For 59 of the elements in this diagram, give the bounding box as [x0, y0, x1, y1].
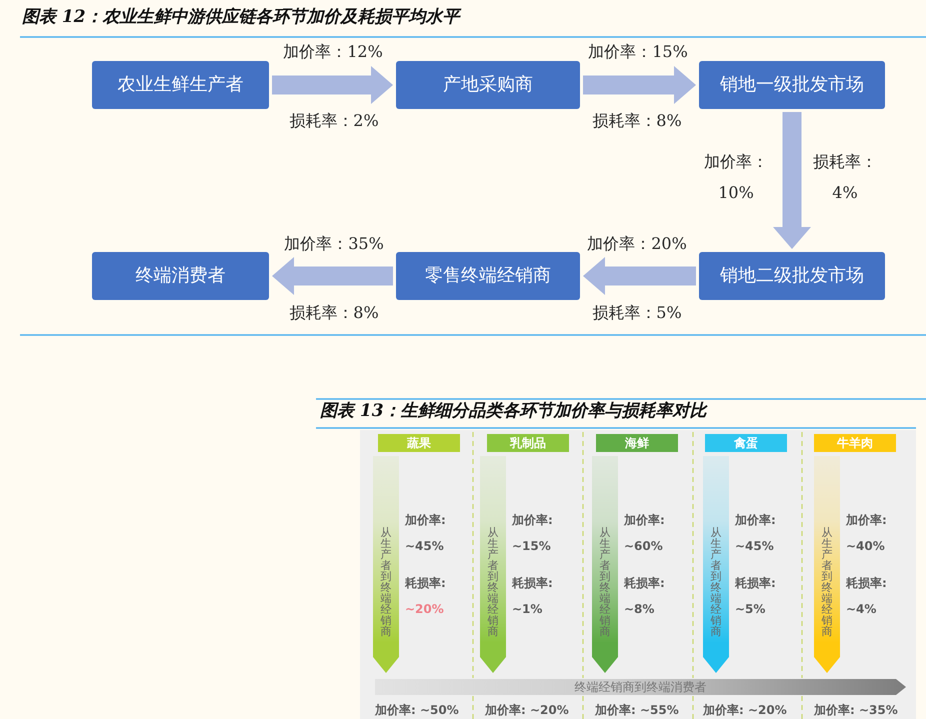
figure-title: 图表 12：农业生鲜中游供应链各环节加价及耗损平均水平	[22, 6, 460, 28]
rate-label: 加价率: ~35%	[814, 703, 898, 718]
rate-label: 加价率：10%	[703, 151, 769, 204]
rate-label: 耗损率:	[846, 576, 887, 591]
rate-label: ~40%	[846, 539, 885, 554]
rate-label: 耗损率:	[735, 576, 776, 591]
stage-box: 农业生鲜生产者	[92, 61, 269, 109]
category-tag: 禽蛋	[705, 434, 787, 452]
stage-box: 销地一级批发市场	[699, 61, 885, 109]
rate-label: 加价率: ~50%	[375, 703, 459, 718]
rate-label: 损耗率：2%	[289, 112, 379, 130]
rate-label: 加价率：20%	[587, 235, 687, 253]
rate-label: 加价率:	[735, 513, 776, 528]
right-arrow-band: 终端经销商到终端消费者	[375, 679, 906, 695]
stage-box: 终端消费者	[92, 252, 269, 300]
block-arrow	[583, 257, 696, 295]
down-arrow-band: 从生产者到终端经销商	[814, 456, 840, 673]
rate-label: 损耗率：4%	[812, 151, 878, 204]
rate-label: ~5%	[735, 602, 766, 617]
rate-label: ~15%	[512, 539, 551, 554]
block-arrow	[583, 66, 696, 104]
rate-label: ~20%	[405, 602, 444, 617]
category-tag: 牛羊肉	[814, 434, 896, 452]
block-arrow	[272, 257, 393, 295]
rate-label: 损耗率：8%	[289, 304, 379, 322]
rate-label: 加价率: ~20%	[485, 703, 569, 718]
rate-label: 耗损率:	[624, 576, 665, 591]
rate-label: ~45%	[735, 539, 774, 554]
rate-label: ~1%	[512, 602, 542, 617]
down-arrow-band: 从生产者到终端经销商	[592, 456, 618, 673]
rate-label: 加价率：12%	[283, 43, 383, 61]
category-tag: 蔬果	[378, 434, 460, 452]
block-arrow	[773, 112, 811, 249]
rate-label: 耗损率:	[512, 576, 553, 591]
rate-label: 加价率：35%	[284, 235, 384, 253]
rate-label: 耗损率:	[405, 576, 446, 591]
rate-label: ~45%	[405, 539, 444, 554]
stage-box: 零售终端经销商	[396, 252, 580, 300]
rate-label: 损耗率：5%	[592, 304, 682, 322]
rate-label: 加价率: ~55%	[595, 703, 679, 718]
stage-box: 产地采购商	[396, 61, 580, 109]
category-tag: 海鲜	[596, 434, 678, 452]
category-tag: 乳制品	[487, 434, 569, 452]
rate-label: 损耗率：8%	[592, 112, 682, 130]
rate-label: 加价率:	[624, 513, 665, 528]
stage-box: 销地二级批发市场	[699, 252, 885, 300]
rate-label: ~8%	[624, 602, 654, 617]
down-arrow-band: 从生产者到终端经销商	[480, 456, 506, 673]
down-arrow-band: 从生产者到终端经销商	[703, 456, 729, 673]
rate-label: 加价率:	[405, 513, 446, 528]
block-arrow	[272, 66, 393, 104]
rate-label: 加价率: ~20%	[703, 703, 787, 718]
rate-label: ~60%	[624, 539, 663, 554]
rate-label: ~4%	[846, 602, 876, 617]
rate-label: 加价率:	[512, 513, 553, 528]
down-arrow-band: 从生产者到终端经销商	[373, 456, 399, 673]
rate-label: 加价率:	[846, 513, 887, 528]
rate-label: 加价率：15%	[588, 43, 688, 61]
figure-title: 图表 13：生鲜细分品类各环节加价率与损耗率对比	[320, 400, 707, 422]
